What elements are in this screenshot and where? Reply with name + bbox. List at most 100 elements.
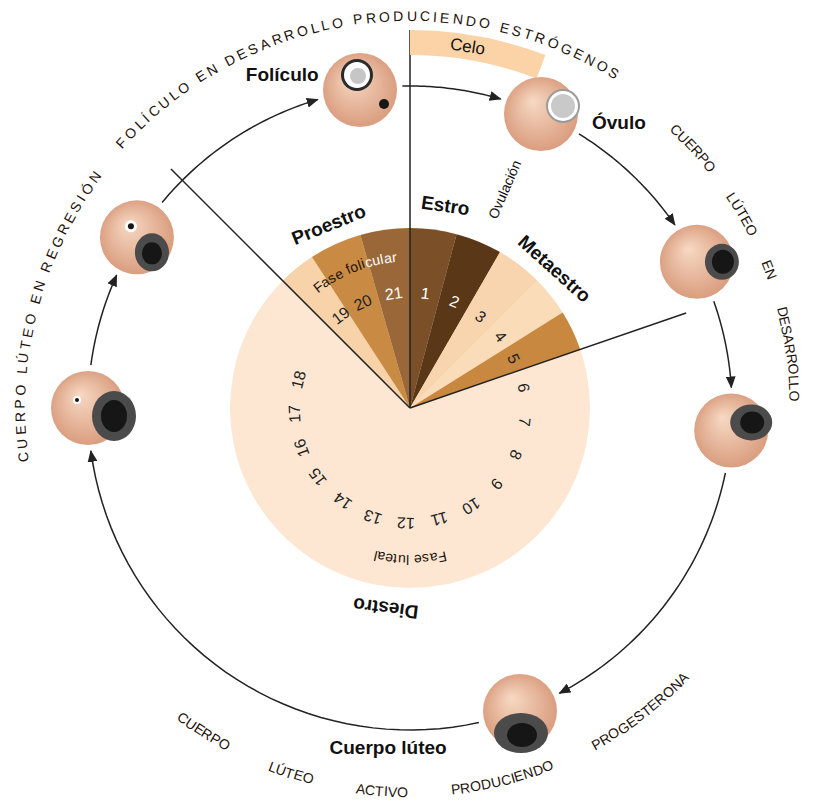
- arc-letter: O: [13, 385, 27, 397]
- day-number: 7: [515, 417, 534, 428]
- phase-name: Proestro: [289, 201, 369, 250]
- arc-letter: R: [784, 353, 799, 365]
- day-number: 8: [505, 447, 525, 462]
- arc-letter: R: [270, 31, 284, 48]
- cycle-arrow: [402, 86, 500, 99]
- corpus-luteum: [494, 713, 548, 753]
- ovary: [100, 200, 174, 274]
- arc-letter: Ú: [16, 352, 31, 364]
- arc-letter: U: [406, 9, 416, 23]
- arc-letter: O: [22, 313, 38, 327]
- arc-letter: G: [48, 234, 65, 250]
- arc-letter: l: [406, 553, 409, 567]
- corpus-luteum-core: [142, 242, 162, 264]
- day-number: 17: [286, 405, 305, 424]
- ovary-stage-node: Óvulo: [504, 77, 578, 151]
- arc-letter: T: [18, 340, 33, 351]
- arc-letter: L: [14, 366, 29, 375]
- cycle-arrow: [579, 134, 675, 225]
- arc-letter: O: [397, 785, 408, 799]
- corpus-luteum: [730, 404, 772, 440]
- arc-letter: O: [331, 15, 344, 31]
- ovary-stage: [504, 77, 580, 151]
- follicle: [341, 59, 373, 91]
- cycle-arrow: [714, 301, 732, 387]
- day-number: 1: [419, 285, 430, 304]
- arc-letter: [715, 176, 729, 187]
- arc-letter: T: [375, 783, 385, 798]
- ovary: [660, 225, 734, 299]
- arc-letter: P: [13, 399, 27, 408]
- arc-letter: a: [429, 551, 439, 566]
- ovary-stage: [323, 53, 397, 127]
- corpus-luteum-core: [712, 250, 734, 274]
- follicle: [344, 62, 370, 88]
- arc-letter: O: [478, 15, 491, 31]
- ovum: [551, 94, 575, 118]
- stage-caption: CUERPO LÚTEO ACTIVO PRODUCIENDO PROGESTE…: [167, 662, 699, 808]
- stage-label: Cuerpo lúteo: [330, 738, 447, 759]
- arc-letter: O: [379, 9, 391, 24]
- arc-letter: C: [16, 451, 31, 463]
- arc-letter: [14, 377, 28, 382]
- arc-letter: [753, 243, 767, 252]
- arc-letter: t: [393, 552, 398, 566]
- cycle-arrow: [162, 100, 318, 203]
- day-number: 4: [490, 327, 509, 345]
- arc-letter: I: [433, 10, 438, 24]
- day-number: 18: [288, 369, 309, 391]
- arc-letter: U: [14, 438, 29, 449]
- small-follicle: [75, 398, 79, 402]
- corpus-luteum: [705, 244, 739, 280]
- arc-letter: E: [27, 293, 43, 306]
- day-number: 6: [514, 382, 533, 394]
- arc-letter: R: [13, 412, 27, 422]
- arc-letter: [427, 784, 432, 798]
- stage-caption: CUERPO LÚTEO EN REGRESIÓN: [4, 161, 111, 473]
- phase-name: Diestro: [352, 593, 420, 622]
- node-outline: [504, 77, 578, 151]
- arc-letter: D: [465, 13, 477, 28]
- arc-letter: e: [384, 551, 394, 566]
- stage-label: Óvulo: [592, 113, 646, 134]
- corpus-luteum-core: [740, 411, 764, 433]
- arc-letter: R: [282, 27, 296, 43]
- arc-letter: L: [787, 374, 802, 383]
- ovary-stage-node: Cuerpo lúteo: [483, 674, 557, 748]
- day-number: 3: [471, 307, 489, 326]
- arc-letter: [770, 289, 785, 297]
- phase-divider: [171, 169, 410, 408]
- arc-letter: [568, 749, 577, 763]
- day-number: 5: [504, 351, 524, 367]
- arc-letter: E: [498, 20, 510, 36]
- cycle-arrow: [91, 451, 479, 730]
- day-number: 9: [487, 474, 506, 492]
- day-number: 13: [361, 506, 384, 528]
- ovary-stage: [694, 393, 772, 467]
- day-sector: [410, 313, 580, 408]
- ovary-stage: [483, 674, 557, 753]
- ovum: [546, 89, 580, 123]
- day-number: 16: [291, 436, 314, 459]
- corpus-luteum-core: [101, 400, 127, 432]
- arc-letter: D: [393, 9, 404, 23]
- corpus-luteum-core: [507, 723, 537, 747]
- arc-letter: C: [420, 9, 431, 23]
- arc-letter: R: [365, 10, 376, 25]
- event-label: Ovulación: [485, 158, 524, 221]
- arc-letter: D: [222, 51, 237, 68]
- arc-letter: N: [452, 11, 464, 26]
- day-number: 15: [306, 465, 331, 490]
- arc-letter: R: [533, 30, 547, 47]
- arc-letter: r: [391, 250, 397, 264]
- arc-letter: [410, 553, 414, 567]
- stage-label: Folículo: [246, 65, 319, 86]
- day-number: 10: [459, 493, 483, 517]
- phase-divider: [410, 313, 686, 408]
- arc-letter: u: [397, 553, 406, 567]
- day-number: 14: [330, 489, 355, 514]
- day-number: 20: [352, 291, 375, 314]
